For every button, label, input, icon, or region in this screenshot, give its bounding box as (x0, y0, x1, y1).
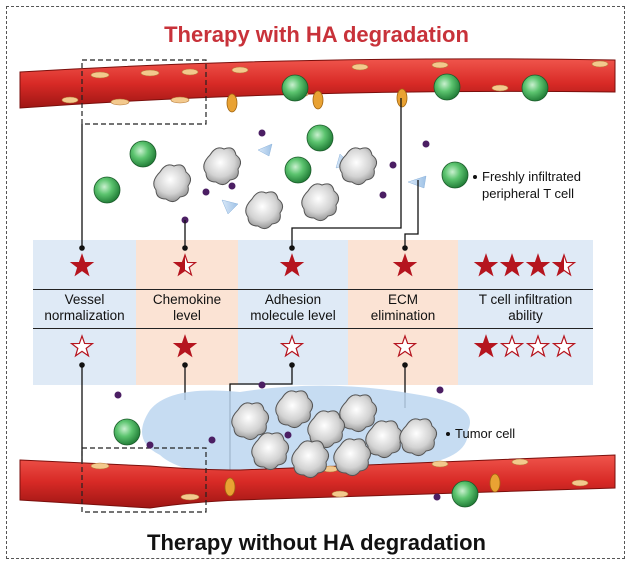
filled-star-icon (172, 334, 198, 358)
label-line: molecule level (250, 308, 336, 323)
title-with-ha-degradation: Therapy with HA degradation (164, 22, 469, 47)
label-line: Vessel (64, 292, 105, 307)
table-rule-bottom (33, 328, 593, 329)
label-line: ECM (388, 292, 418, 307)
connector-lines-top (81, 98, 419, 248)
legend-t-cell: Freshly infiltrated peripheral T cell (482, 168, 581, 202)
legend-dot (446, 432, 450, 436)
blood-vessel-bottom (19, 454, 616, 509)
label-line: ability (508, 308, 543, 323)
vessel-zoom-box-top (81, 59, 207, 125)
filled-star-icon (392, 253, 418, 277)
empty-star-icon (69, 334, 95, 358)
t-cells-in-top-vessel (281, 73, 549, 102)
empty-star-icon (499, 334, 525, 358)
column-label-ecm-elimination: ECM elimination (348, 292, 458, 326)
filled-star-icon (499, 253, 525, 277)
adhesion-molecules-bottom (224, 473, 501, 497)
label-line: elimination (370, 308, 436, 323)
legend-t-cell-line: Freshly infiltrated (482, 169, 581, 184)
column-label-tcell-infiltration: T cell infiltration ability (458, 292, 593, 326)
adhesion-molecules-top (226, 88, 408, 113)
label-line: Chemokine (152, 292, 222, 307)
vessel-zoom-box-bottom (81, 447, 207, 513)
rating-stars (69, 253, 577, 358)
column-label-chemokine-level: Chemokine level (136, 292, 238, 326)
empty-star-icon (525, 334, 551, 358)
empty-star-icon (392, 334, 418, 358)
table-rule-top (33, 289, 593, 290)
filled-star-icon (525, 253, 551, 277)
empty-star-icon (551, 334, 577, 358)
title-without-ha-degradation: Therapy without HA degradation (147, 530, 486, 555)
legend-t-cell-line: peripheral T cell (482, 186, 575, 201)
legend-dot (473, 175, 477, 179)
tumor-cells-bottom (231, 390, 438, 479)
label-line: Adhesion (264, 292, 322, 307)
tumor-cells-top (153, 147, 378, 230)
chemokine-particles-bottom (114, 381, 444, 501)
filled-star-icon (473, 253, 499, 277)
empty-star-icon (279, 334, 305, 358)
dashed-frame (6, 6, 625, 559)
label-line: T cell infiltration (478, 292, 573, 307)
filled-star-icon (279, 253, 305, 277)
legend-tumor-cell: Tumor cell (455, 426, 516, 441)
column-label-vessel-normalization: Vessel normalization (33, 292, 136, 326)
connector-endpoints-bottom (79, 362, 408, 368)
half-star-fill-icon (174, 255, 185, 275)
filled-star-icon (69, 253, 95, 277)
filled-star-icon (473, 334, 499, 358)
chemokine-particles-top (181, 129, 430, 224)
endothelial-cells-bottom (90, 458, 589, 501)
t-cell-outside-bottom (113, 418, 141, 446)
label-line: normalization (44, 308, 125, 323)
column-label-adhesion-molecule: Adhesion molecule level (238, 292, 348, 326)
label-line: level (173, 308, 201, 323)
t-cell-in-bottom-vessel (451, 480, 479, 508)
t-cells-infiltrated-top (93, 124, 334, 204)
legend-t-cell-icon (441, 161, 469, 189)
connector-endpoints-top (79, 245, 408, 251)
half-star-fill-icon (553, 255, 564, 275)
